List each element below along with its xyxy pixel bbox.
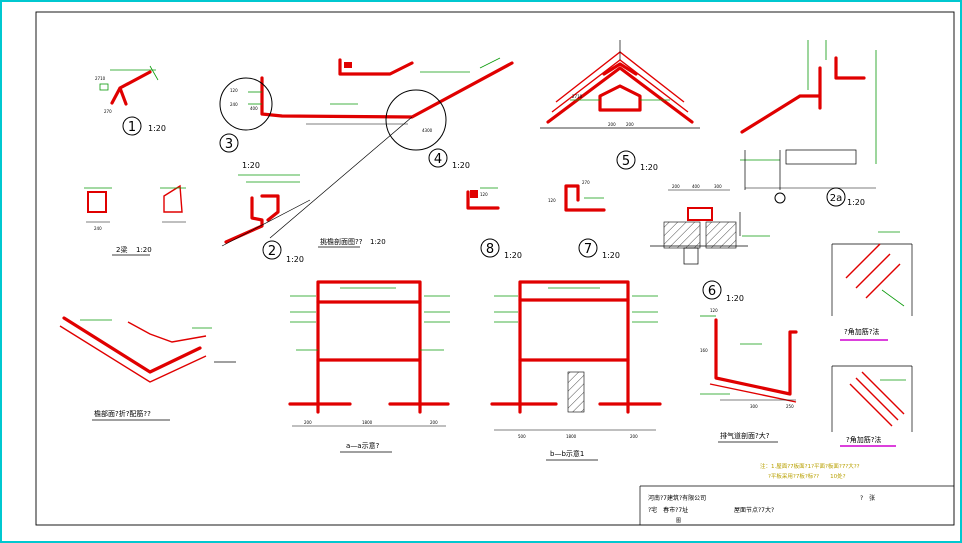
detail-2a-num: 2a (830, 193, 843, 204)
detail-2a: 2a 1:20 (740, 40, 877, 207)
d5-dim-b: 200 (608, 122, 616, 127)
d5-dim-a: 2710 (572, 94, 583, 99)
eave-detail-scale: 1:20 (370, 238, 386, 246)
gutter-caption: 排气道剖面?大? (720, 431, 770, 440)
section-b: 500 1800 200 b—b示意1 (490, 280, 662, 461)
detail-2a-scale: 1:20 (847, 198, 865, 207)
detail-2-top-scale: 1:20 (242, 161, 260, 170)
detail-5-scale: 1:20 (640, 163, 658, 172)
detail-4-scale: 1:20 (452, 161, 470, 170)
sa-dim-b: 1800 (362, 420, 373, 425)
detail-6-num: 6 (708, 284, 716, 299)
detail-3-num: 3 (225, 137, 233, 152)
roof-slope-detail: 檐部面?折?配筋?? (59, 316, 236, 421)
detail-2: 1:20 2 1:20 挑檐剖面图?? 1:20 (221, 161, 386, 264)
detail-1-marker (122, 116, 142, 136)
note-line-2: ?平板采用?7板?标?? 10处? (768, 472, 846, 480)
corner-caption-1: ?角加筋?法 (844, 327, 879, 336)
detail-6-scale: 1:20 (726, 294, 744, 303)
detail-2a-marker (826, 187, 846, 207)
section-a: 200 1800 200 a—a示意? (288, 280, 450, 453)
detail-7-scale: 1:20 (504, 251, 522, 260)
d8-dim-a: 270 (582, 180, 590, 185)
sb-dim-a: 500 (518, 434, 526, 439)
project-name: ?宅 春市?7址 (648, 506, 688, 514)
d6-dim-b: 400 (692, 184, 700, 189)
detail-5-num: 5 (622, 154, 630, 169)
detail-6: 200 400 300 6 1:20 (650, 184, 770, 303)
d3-dim-a: 120 (230, 88, 238, 93)
inner-border (35, 11, 955, 526)
detail-7-num: 8 (486, 242, 494, 257)
d8-dim-b: 120 (548, 198, 556, 203)
roof-detail-caption: 檐部面?折?配筋?? (94, 409, 151, 418)
detail-3-4: 120 240 400 4300 3 4 1:20 (219, 57, 514, 239)
notes-block: 注：1.屋面?7板面?1?平面?板面?7?大?? ?平板采用?7板?标?? 10… (760, 462, 860, 480)
gut-dim-c: 300 (750, 404, 758, 409)
detail-8-num: 7 (584, 242, 592, 257)
eave-detail-caption: 挑檐剖面图?? (320, 237, 363, 246)
corner-reinforcement: ?角加筋?法 ?角加筋?法 (831, 231, 913, 447)
sb-dim-c: 200 (630, 434, 638, 439)
title-block: 河南?7建筑?有限公司 ?宅 春市?7址 屋面节点?7大? ? 张 图 (639, 485, 954, 525)
detail-5-marker (616, 150, 636, 170)
sheet-number: ? 张 (860, 494, 875, 502)
sa-dim-c: 200 (430, 420, 438, 425)
small-section-dim: 240 (94, 226, 102, 231)
sa-dim-a: 200 (304, 420, 312, 425)
section-b-caption: b—b示意1 (550, 449, 584, 458)
note-line-1: 注：1.屋面?7板面?1?平面?板面?7?大?? (760, 462, 860, 470)
gutter-detail: 120 160 300 250 排气道剖面?大? (700, 308, 798, 443)
gut-dim-b: 160 (700, 348, 708, 353)
detail-7-marker (480, 238, 500, 258)
d3-dim-c: 400 (250, 106, 258, 111)
section-a-caption: a—a示意? (346, 441, 380, 450)
gut-dim-d: 250 (786, 404, 794, 409)
d3-dim-b: 240 (230, 102, 238, 107)
sb-dim-b: 1800 (566, 434, 577, 439)
d1-dim-a: 2710 (95, 76, 106, 81)
detail-1: 2710 270 1 1:20 (95, 65, 166, 136)
detail-8: 270 120 7 1:20 (548, 180, 620, 260)
d5-dim-c: 200 (626, 122, 634, 127)
drawing-title: 屋面节点?7大? (734, 506, 774, 514)
d4-dim-a: 4300 (422, 128, 433, 133)
page-mark: 图 (676, 518, 681, 524)
d6-dim-a: 200 (672, 184, 680, 189)
detail-8-scale: 1:20 (602, 251, 620, 260)
detail-2-marker (262, 240, 282, 260)
corner-caption-2: ?角加筋?法 (846, 435, 881, 444)
detail-8-marker (578, 238, 598, 258)
d7-dim-b: 120 (480, 192, 488, 197)
detail-5: 2710 200 200 5 1:20 (540, 40, 700, 172)
detail-1-num: 1 (128, 120, 136, 135)
detail-3-marker (219, 133, 239, 153)
d1-dim-b: 270 (104, 109, 112, 114)
detail-4-num: 4 (434, 152, 442, 167)
gut-dim-a: 120 (710, 308, 718, 313)
detail-1-scale: 1:20 (148, 124, 166, 133)
d6-dim-c: 300 (714, 184, 722, 189)
detail-4-marker (428, 148, 448, 168)
small-section-scale: 1:20 (136, 246, 152, 254)
detail-2-scale: 1:20 (286, 255, 304, 264)
small-section-caption: 2梁 (116, 245, 127, 254)
company-name: 河南?7建筑?有限公司 (648, 494, 706, 502)
detail-7: 120 8 1:20 (466, 187, 522, 260)
small-section: 240 2梁 1:20 (84, 184, 186, 256)
detail-2-num: 2 (268, 244, 276, 259)
detail-6-marker (702, 280, 722, 300)
